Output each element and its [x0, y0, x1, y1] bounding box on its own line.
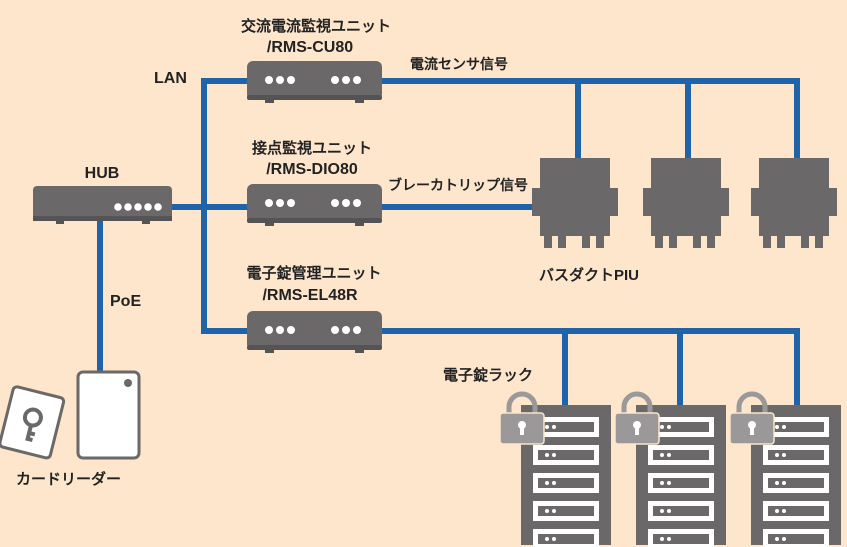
lan-lines [97, 78, 800, 408]
unit-name-dio80: 接点監視ユニット [252, 139, 372, 157]
padlock-icon-1 [500, 394, 544, 444]
unit-name-el48r: 電子錠管理ユニット [246, 264, 381, 282]
card-reader-label: カードリーダー [16, 470, 121, 488]
unit-model-cu80: /RMS-CU80 [267, 39, 353, 56]
lock-rack-line [379, 328, 800, 408]
padlock-icon-2 [615, 394, 659, 444]
unit-model-dio80: /RMS-DIO80 [266, 161, 358, 178]
hub-icon [33, 186, 172, 224]
piu-icon-1 [532, 158, 618, 248]
busduct-piu-label: バスダクトPIU [539, 266, 639, 284]
lock-rack-label: 電子錠ラック [443, 366, 533, 384]
unit-icon-rms-el48r [247, 311, 382, 353]
hub-label: HUB [85, 165, 120, 182]
current-sensor-signal-line [379, 78, 800, 163]
padlock-icon-3 [730, 394, 774, 444]
current-sensor-signal-label: 電流センサ信号 [410, 56, 508, 72]
card-reader-icon [76, 370, 141, 460]
key-card-icon [0, 385, 66, 460]
piu-icon-2 [643, 158, 729, 248]
unit-icon-rms-dio80 [247, 184, 382, 226]
lan-label: LAN [154, 70, 187, 87]
unit-model-el48r: /RMS-EL48R [262, 287, 358, 304]
unit-name-cu80: 交流電流監視ユニット [241, 17, 391, 35]
breaker-trip-signal-label: ブレーカトリップ信号 [388, 177, 528, 193]
piu-icon-3 [751, 158, 837, 248]
poe-label: PoE [110, 293, 141, 310]
unit-icon-rms-cu80 [247, 61, 382, 103]
